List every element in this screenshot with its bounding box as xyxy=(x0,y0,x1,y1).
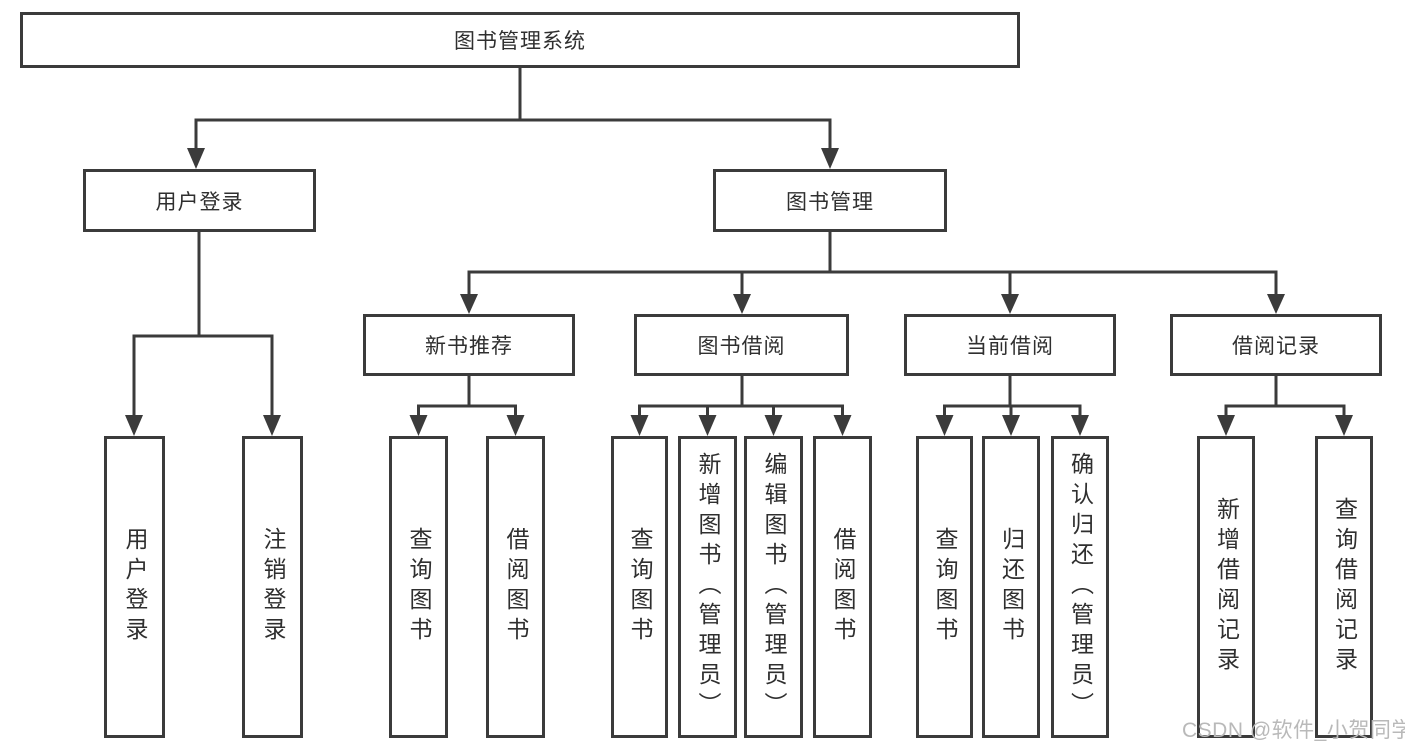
node-book-management: 图书管理 xyxy=(713,169,947,232)
node-new-book-recommend: 新书推荐 xyxy=(363,314,575,376)
leaf-user-login: 用户登录 xyxy=(104,436,165,738)
connector-book-borrowing-to-leaves xyxy=(630,376,852,436)
connector-borrow-records-to-leaves xyxy=(1217,376,1353,436)
leaf-label: 查询图书 xyxy=(932,527,958,647)
node-current-borrowing: 当前借阅 xyxy=(904,314,1116,376)
arrow-down xyxy=(833,415,852,436)
node-label: 图书管理系统 xyxy=(454,30,586,53)
leaf-br-query-record: 查询借阅记录 xyxy=(1315,436,1373,738)
connector-new-books-to-leaves xyxy=(409,376,525,436)
watermark: CSDN @软件_小贺同学 xyxy=(1182,719,1405,742)
leaf-label: 查询图书 xyxy=(406,527,432,647)
leaf-logout: 注销登录 xyxy=(242,436,303,738)
arrow-down xyxy=(1071,415,1089,436)
arrow-down xyxy=(506,415,525,436)
leaf-label: 新增借阅记录 xyxy=(1213,497,1240,677)
arrow-down xyxy=(821,148,839,169)
node-label: 借阅记录 xyxy=(1232,335,1320,358)
arrow-down xyxy=(764,415,783,436)
leaf-label: 编辑图书（管理员） xyxy=(761,452,787,722)
connector-root-to-level2 xyxy=(187,68,839,169)
arrow-down xyxy=(1217,415,1235,436)
leaf-nb-query-books: 查询图书 xyxy=(389,436,448,738)
node-system-root: 图书管理系统 xyxy=(20,12,1020,68)
arrow-down xyxy=(187,148,205,169)
arrow-down xyxy=(263,415,281,436)
leaf-label: 借阅图书 xyxy=(830,527,856,647)
leaf-bb-query-books: 查询图书 xyxy=(611,436,668,738)
leaf-br-add-record: 新增借阅记录 xyxy=(1197,436,1255,738)
leaf-bb-edit-books-admin: 编辑图书（管理员） xyxy=(744,436,803,738)
arrow-down xyxy=(698,415,717,436)
node-label: 用户登录 xyxy=(155,190,244,214)
arrow-down xyxy=(630,415,649,436)
arrow-down xyxy=(733,294,751,314)
leaf-label: 注销登录 xyxy=(260,527,286,647)
arrow-down xyxy=(460,294,478,314)
leaf-label: 借阅图书 xyxy=(503,527,529,647)
arrow-down xyxy=(1335,415,1353,436)
leaf-cb-return-books: 归还图书 xyxy=(982,436,1040,738)
leaf-label: 归还图书 xyxy=(998,527,1025,647)
node-borrow-records: 借阅记录 xyxy=(1170,314,1382,376)
leaf-bb-add-books-admin: 新增图书（管理员） xyxy=(678,436,737,738)
connector-current-borrowing-to-leaves xyxy=(935,376,1089,436)
arrow-down xyxy=(125,415,143,436)
node-user-login: 用户登录 xyxy=(83,169,316,232)
node-label: 当前借阅 xyxy=(966,335,1054,358)
leaf-label: 新增图书（管理员） xyxy=(695,452,721,722)
leaf-label: 查询借阅记录 xyxy=(1331,497,1358,677)
node-book-borrowing: 图书借阅 xyxy=(634,314,849,376)
leaf-label: 确认归还（管理员） xyxy=(1067,452,1094,722)
node-label: 新书推荐 xyxy=(425,335,513,358)
connector-user-login-to-leaves xyxy=(125,232,281,436)
leaf-cb-query-books: 查询图书 xyxy=(916,436,973,738)
node-label: 图书借阅 xyxy=(697,335,786,358)
connector-book-management-to-level3 xyxy=(460,232,1285,314)
arrow-down xyxy=(935,415,954,436)
arrow-down xyxy=(409,415,428,436)
leaf-label: 查询图书 xyxy=(627,527,653,647)
arrow-down xyxy=(1002,415,1020,436)
node-label: 图书管理 xyxy=(786,190,874,214)
arrow-down xyxy=(1267,294,1285,314)
arrow-down xyxy=(1001,294,1019,314)
leaf-bb-borrow-books: 借阅图书 xyxy=(813,436,872,738)
leaf-nb-borrow-books: 借阅图书 xyxy=(486,436,545,738)
leaf-label: 用户登录 xyxy=(122,527,148,647)
leaf-cb-confirm-return-admin: 确认归还（管理员） xyxy=(1051,436,1109,738)
